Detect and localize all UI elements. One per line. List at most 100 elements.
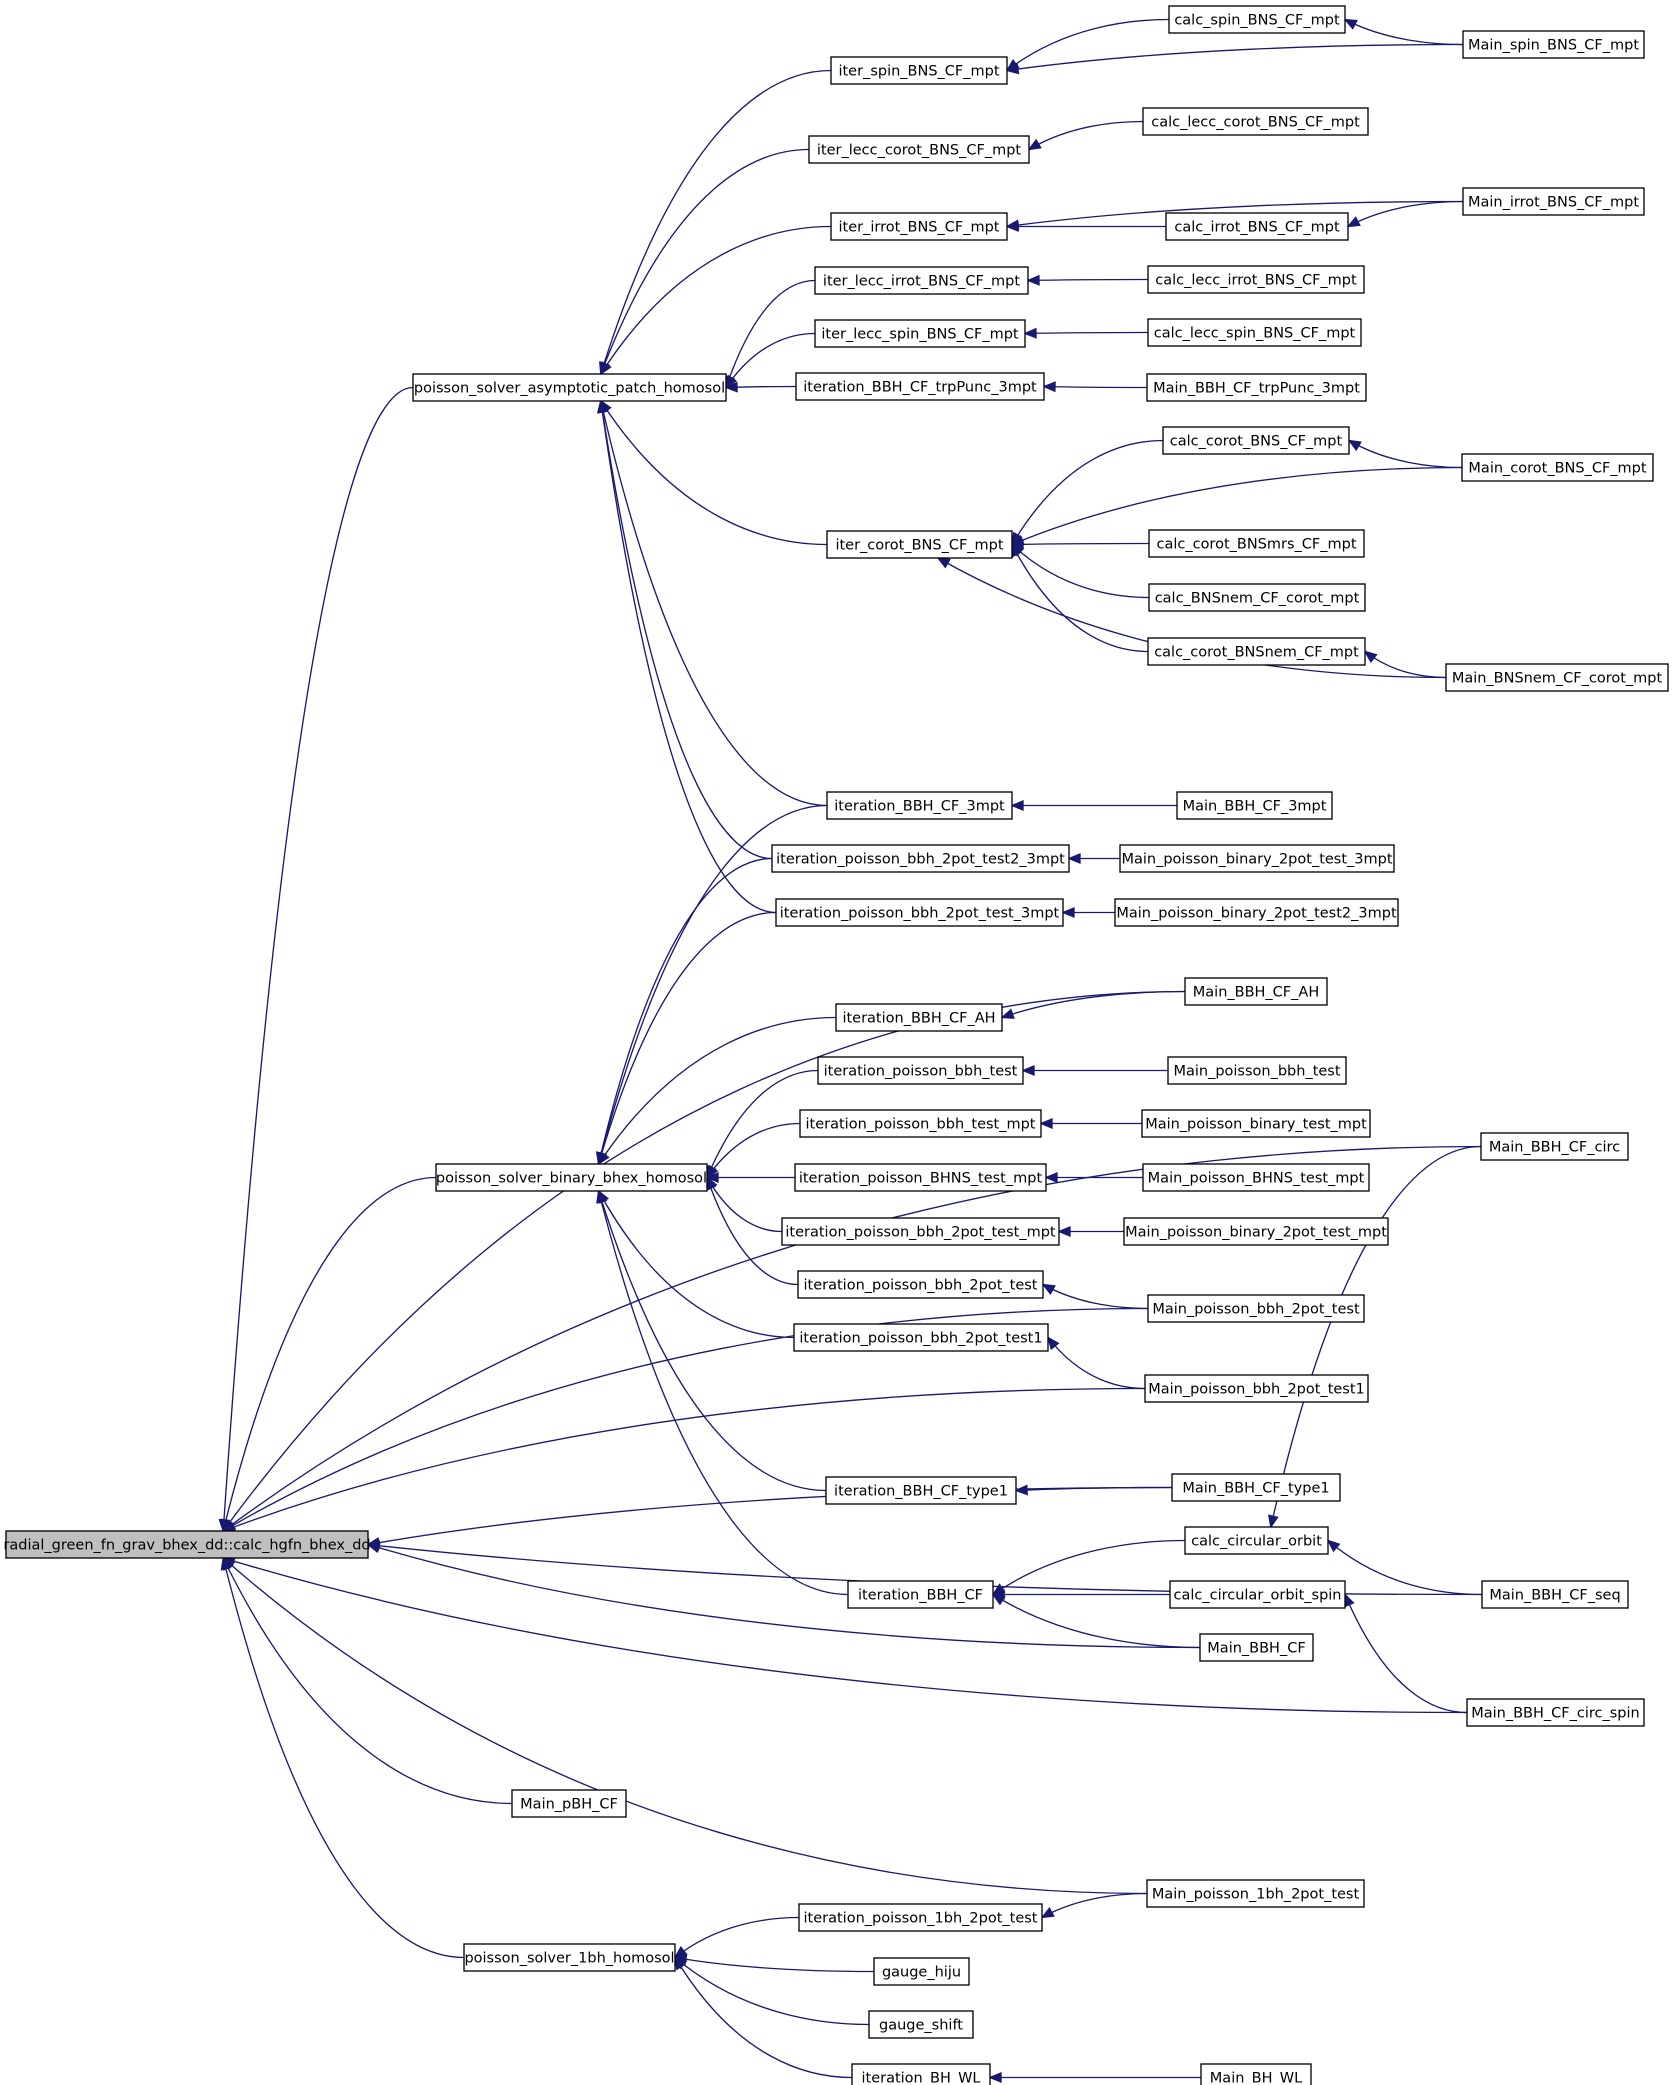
node-iter-lecc-corot[interactable]: iter_lecc_corot_BNS_CF_mpt: [808, 135, 1030, 164]
node-calc-corot-mrs[interactable]: calc_corot_BNSmrs_CF_mpt: [1148, 529, 1365, 558]
node-main-2pt[interactable]: Main_poisson_bbh_2pot_test: [1147, 1294, 1365, 1323]
node-it-bbh[interactable]: iteration_BBH_CF: [847, 1580, 994, 1609]
node-main-spin[interactable]: Main_spin_BNS_CF_mpt: [1462, 30, 1645, 59]
node-label: Main_BH_WL: [1210, 2071, 1302, 2085]
arrowhead: [1326, 1539, 1341, 1553]
node-label: Main_BBH_CF_trpPunc_3mpt: [1153, 381, 1360, 397]
node-it-3mpt[interactable]: iteration_BBH_CF_3mpt: [826, 791, 1013, 820]
node-box: [1146, 1879, 1365, 1908]
edge-calc_bnsnem-to-iter_corot: [1011, 544, 1150, 599]
arrowhead: [597, 1151, 610, 1166]
node-label: iteration_BBH_CF_3mpt: [834, 799, 1005, 815]
node-main-seq[interactable]: Main_BBH_CF_seq: [1481, 1580, 1629, 1609]
node-main-t3[interactable]: Main_poisson_binary_2pot_test_3mpt: [1119, 844, 1395, 873]
node-it-t3[interactable]: iteration_poisson_bbh_2pot_test_3mpt: [775, 898, 1064, 927]
edge-gauge_shift-to-ps1bh: [674, 1956, 870, 2026]
node-it-pbt[interactable]: iteration_poisson_bbh_test: [817, 1056, 1024, 1085]
node-main-circ[interactable]: Main_BBH_CF_circ: [1480, 1132, 1629, 1161]
node-main-corot[interactable]: Main_corot_BNS_CF_mpt: [1461, 453, 1654, 482]
arrowhead: [725, 374, 738, 389]
node-main-type1[interactable]: Main_BBH_CF_type1: [1171, 1473, 1341, 1502]
arrowhead: [1039, 1118, 1053, 1129]
node-box: [1176, 791, 1333, 820]
node-main-bhns[interactable]: Main_poisson_BHNS_test_mpt: [1142, 1163, 1370, 1192]
node-iter-lecc-spin[interactable]: iter_lecc_spin_BNS_CF_mpt: [814, 319, 1026, 348]
node-box: [435, 1163, 708, 1192]
node-calc-lecc-corot[interactable]: calc_lecc_corot_BNS_CF_mpt: [1142, 107, 1369, 136]
node-box: [1466, 1698, 1645, 1727]
node-calc-corot-nem[interactable]: calc_corot_BNSnem_CF_mpt: [1147, 637, 1366, 666]
edge-it_type1-to-psbbh: [597, 1190, 827, 1492]
node-main-ah[interactable]: Main_BBH_CF_AH: [1184, 977, 1328, 1006]
node-main-pbh[interactable]: Main_pBH_CF: [511, 1789, 627, 1818]
arrowhead: [1044, 1172, 1058, 1183]
node-main-pbt[interactable]: Main_poisson_bbh_test: [1167, 1056, 1347, 1085]
node-main-trp[interactable]: Main_BBH_CF_trpPunc_3mpt: [1146, 373, 1367, 402]
edge-iter_spin-to-psaph: [600, 69, 832, 375]
edge-calc_corot-to-iter_corot: [1011, 439, 1164, 545]
node-calc-spin[interactable]: calc_spin_BNS_CF_mpt: [1168, 5, 1346, 34]
node-label: iteration_poisson_bbh_2pot_test2_3mpt: [776, 852, 1065, 868]
node-box: [1147, 637, 1366, 666]
node-calc-lecc-spin[interactable]: calc_lecc_spin_BNS_CF_mpt: [1147, 318, 1362, 347]
node-psbbh[interactable]: poisson_solver_binary_bhex_homosol: [435, 1163, 708, 1192]
node-iter-irrot[interactable]: iter_irrot_BNS_CF_mpt: [830, 212, 1008, 241]
node-gauge-hiju[interactable]: gauge_hiju: [873, 1957, 970, 1986]
node-main-3mpt[interactable]: Main_BBH_CF_3mpt: [1176, 791, 1333, 820]
node-label: calc_lecc_spin_BNS_CF_mpt: [1154, 326, 1356, 342]
edge-main_circ-to-calc_co: [1270, 1145, 1482, 1528]
node-main-2ptm[interactable]: Main_poisson_binary_2pot_test_mpt: [1123, 1217, 1389, 1246]
node-label: iteration_poisson_bbh_2pot_test_mpt: [785, 1225, 1056, 1241]
node-calc-bnsnem[interactable]: calc_BNSnem_CF_corot_mpt: [1148, 583, 1366, 612]
node-box: [873, 1957, 970, 1986]
node-it-pbtm[interactable]: iteration_poisson_bbh_test_mpt: [799, 1109, 1042, 1138]
node-label: poisson_solver_binary_bhex_homosol: [436, 1171, 707, 1187]
node-main-circ-spin[interactable]: Main_BBH_CF_circ_spin: [1466, 1698, 1645, 1727]
arrowhead: [1343, 18, 1358, 30]
node-root[interactable]: radial_green_fn_grav_bhex_dd::calc_hgfn_…: [3, 1530, 371, 1559]
node-main-irrot[interactable]: Main_irrot_BNS_CF_mpt: [1462, 187, 1645, 216]
node-it-type1[interactable]: iteration_BBH_CF_type1: [825, 1476, 1017, 1505]
node-it-wl[interactable]: iteration_BH_WL: [851, 2063, 991, 2085]
node-main-1bh[interactable]: Main_poisson_1bh_2pot_test: [1146, 1879, 1365, 1908]
node-main-bnsnem[interactable]: Main_BNSnem_CF_corot_mpt: [1445, 663, 1669, 692]
node-it-2pt1[interactable]: iteration_poisson_bbh_2pot_test1: [793, 1323, 1049, 1352]
edge-it_2pt-to-psbbh: [706, 1177, 799, 1286]
node-main-2pt1[interactable]: Main_poisson_bbh_2pot_test1: [1144, 1374, 1369, 1403]
node-label: Main_poisson_bbh_2pot_test: [1152, 1302, 1360, 1318]
node-gauge-shift[interactable]: gauge_shift: [868, 2010, 974, 2039]
node-it-2pt[interactable]: iteration_poisson_bbh_2pot_test: [797, 1270, 1044, 1299]
node-calc-corot[interactable]: calc_corot_BNS_CF_mpt: [1162, 426, 1350, 455]
node-box: [1147, 318, 1362, 347]
node-it-1bh[interactable]: iteration_poisson_1bh_2pot_test: [798, 1903, 1043, 1932]
edge-calc_co-to-it_bbh: [992, 1539, 1186, 1596]
node-label: poisson_solver_asymptotic_patch_homosol: [414, 381, 725, 397]
node-calc-irrot[interactable]: calc_irrot_BNS_CF_mpt: [1165, 212, 1349, 241]
node-box: [463, 1943, 676, 1972]
node-iter-lecc-irrot[interactable]: iter_lecc_irrot_BNS_CF_mpt: [814, 266, 1029, 295]
node-iter-spin[interactable]: iter_spin_BNS_CF_mpt: [830, 56, 1008, 85]
node-it-ah[interactable]: iteration_BBH_CF_AH: [835, 1003, 1003, 1032]
node-it-bhns[interactable]: iteration_poisson_BHNS_test_mpt: [794, 1163, 1047, 1192]
node-ps1bh[interactable]: poisson_solver_1bh_homosol: [463, 1943, 676, 1972]
edge-iter_lecc_irrot-to-psaph: [725, 279, 816, 388]
node-iter-corot[interactable]: iter_corot_BNS_CF_mpt: [826, 530, 1013, 559]
node-box: [1184, 1526, 1329, 1555]
node-it-trp[interactable]: iteration_BBH_CF_trpPunc_3mpt: [795, 372, 1045, 401]
arrowhead: [705, 1164, 719, 1179]
node-main-t23[interactable]: Main_poisson_binary_2pot_test2_3mpt: [1114, 898, 1399, 927]
edge-calc_lecc_irrot-to-iter_lecc_irrot: [1027, 278, 1149, 282]
node-calc-co[interactable]: calc_circular_orbit: [1184, 1526, 1329, 1555]
arrowhead: [1014, 1484, 1028, 1496]
node-psaph[interactable]: poisson_solver_asymptotic_patch_homosol: [412, 373, 727, 402]
edge-main_2pt1-to-it_2pt1: [1047, 1337, 1146, 1390]
node-calc-cos[interactable]: calc_circular_orbit_spin: [1169, 1580, 1346, 1609]
node-calc-lecc-irrot[interactable]: calc_lecc_irrot_BNS_CF_mpt: [1147, 265, 1365, 294]
node-label: Main_BBH_CF_circ_spin: [1471, 1706, 1639, 1722]
arrowhead: [1040, 1907, 1055, 1919]
node-main-pbtm[interactable]: Main_poisson_binary_test_mpt: [1141, 1109, 1371, 1138]
node-it-t2[interactable]: iteration_poisson_bbh_2pot_test2_3mpt: [771, 844, 1070, 873]
node-it-2ptm[interactable]: iteration_poisson_bbh_2pot_test_mpt: [781, 1217, 1060, 1246]
node-main-wl[interactable]: Main_BH_WL: [1200, 2063, 1312, 2085]
node-main-bbh[interactable]: Main_BBH_CF: [1199, 1633, 1314, 1662]
